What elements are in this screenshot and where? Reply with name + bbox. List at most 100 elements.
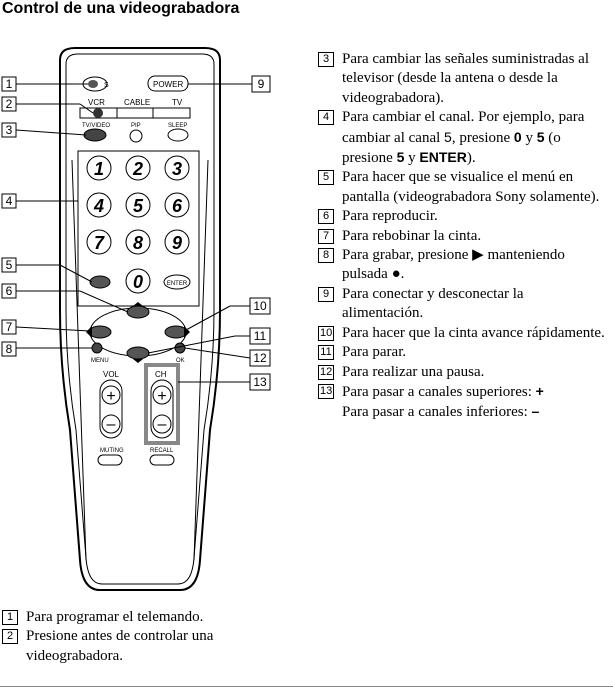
tvvideo-label: TV/VIDEO bbox=[82, 123, 110, 129]
tv-label: TV bbox=[172, 98, 183, 107]
muting-label: MUTING bbox=[100, 448, 124, 454]
page-title: Control de una videograbadora bbox=[2, 0, 240, 17]
digit-2-button[interactable]: 2 bbox=[125, 155, 151, 181]
digit-4-button[interactable]: 4 bbox=[86, 192, 112, 218]
svg-text:ENTER: ENTER bbox=[167, 281, 188, 287]
svg-text:13: 13 bbox=[253, 375, 267, 389]
cable-label: CABLE bbox=[124, 98, 150, 107]
s-label: S bbox=[104, 82, 109, 89]
svg-text:1: 1 bbox=[94, 159, 104, 179]
svg-text:2: 2 bbox=[6, 97, 13, 111]
vol-label: VOL bbox=[103, 370, 120, 379]
ch-up-button[interactable]: + bbox=[152, 385, 172, 405]
remote-body bbox=[59, 47, 221, 591]
svg-text:+: + bbox=[157, 388, 166, 405]
svg-text:6: 6 bbox=[6, 284, 13, 298]
svg-text:12: 12 bbox=[253, 351, 267, 365]
svg-text:–: – bbox=[158, 416, 167, 433]
ok-label: OK bbox=[176, 358, 185, 364]
tvvideo-button[interactable] bbox=[83, 128, 107, 142]
sleep-button[interactable] bbox=[167, 128, 189, 142]
callout-10: 10 bbox=[185, 297, 271, 331]
mode-selector-knob bbox=[93, 108, 103, 118]
svg-text:9: 9 bbox=[258, 77, 265, 91]
ch-label: CH bbox=[155, 370, 167, 379]
svg-text:6: 6 bbox=[172, 196, 183, 216]
svg-text:11: 11 bbox=[254, 329, 267, 343]
svg-text:7: 7 bbox=[6, 320, 13, 334]
svg-text:4: 4 bbox=[93, 196, 104, 216]
pip-button[interactable] bbox=[129, 129, 143, 143]
ch-down-button[interactable]: – bbox=[152, 414, 172, 434]
recall-button[interactable] bbox=[149, 454, 175, 466]
left-ridge bbox=[71, 159, 87, 561]
digit-5-button[interactable]: 5 bbox=[125, 192, 151, 218]
digit-7-button[interactable]: 7 bbox=[86, 229, 112, 255]
svg-text:3: 3 bbox=[172, 159, 182, 179]
digit-1-button[interactable]: 1 bbox=[86, 155, 112, 181]
ffwd-arrow-icon bbox=[184, 326, 190, 338]
svg-text:2: 2 bbox=[132, 159, 143, 179]
s-button-center bbox=[88, 80, 98, 88]
vol-down-button[interactable]: – bbox=[101, 414, 121, 434]
ffwd-button[interactable] bbox=[164, 325, 188, 339]
menu-display-button[interactable] bbox=[89, 275, 111, 289]
sleep-label: SLEEP bbox=[168, 123, 187, 129]
digit-3-button[interactable]: 3 bbox=[164, 155, 190, 181]
power-label: POWER bbox=[153, 80, 183, 89]
callout-2: 2 bbox=[1, 96, 94, 114]
svg-text:9: 9 bbox=[172, 233, 182, 253]
muting-button[interactable] bbox=[97, 454, 123, 466]
recall-label: RECALL bbox=[150, 448, 174, 454]
digit-8-button[interactable]: 8 bbox=[125, 229, 151, 255]
enter-button[interactable]: ENTER bbox=[163, 274, 191, 290]
digit-6-button[interactable]: 6 bbox=[164, 192, 190, 218]
vcr-label: VCR bbox=[88, 98, 105, 107]
svg-text:0: 0 bbox=[133, 272, 143, 292]
right-ridge bbox=[193, 159, 209, 561]
stop-arrow-icon bbox=[133, 359, 143, 363]
pause-button[interactable] bbox=[174, 342, 186, 354]
callout-5: 5 bbox=[1, 257, 93, 283]
stop-button[interactable] bbox=[126, 346, 150, 360]
callout-4: 4 bbox=[1, 193, 78, 209]
callout-6: 6 bbox=[1, 283, 129, 313]
svg-text:5: 5 bbox=[6, 258, 13, 272]
callout-13: 13 bbox=[178, 373, 271, 391]
rewind-button[interactable] bbox=[88, 325, 112, 339]
record-button[interactable] bbox=[91, 342, 103, 354]
menu-label: MENU bbox=[91, 358, 109, 364]
page-divider bbox=[0, 686, 613, 687]
callout-8: 8 bbox=[1, 341, 92, 357]
svg-text:5: 5 bbox=[133, 196, 144, 216]
svg-text:+: + bbox=[106, 388, 115, 405]
pip-label: PIP bbox=[131, 123, 141, 129]
ch-highlight-box bbox=[144, 363, 180, 445]
vol-up-button[interactable]: + bbox=[101, 385, 121, 405]
remote-control-illustration: S POWER VCR CABLE TV TV/VIDEO PIP SLEEP … bbox=[1, 47, 271, 591]
svg-text:8: 8 bbox=[133, 233, 143, 253]
digit-0-button[interactable]: 0 bbox=[125, 268, 151, 294]
mode-selector[interactable] bbox=[79, 107, 191, 119]
play-arrow-icon bbox=[133, 302, 143, 306]
play-button[interactable] bbox=[126, 305, 150, 319]
digit-9-button[interactable]: 9 bbox=[164, 229, 190, 255]
callout-1: 1 bbox=[1, 76, 88, 92]
callout-11: 11 bbox=[147, 327, 271, 354]
callout-9: 9 bbox=[188, 75, 271, 93]
svg-text:4: 4 bbox=[6, 194, 13, 208]
callout-3: 3 bbox=[1, 122, 87, 138]
svg-text:8: 8 bbox=[6, 342, 13, 356]
